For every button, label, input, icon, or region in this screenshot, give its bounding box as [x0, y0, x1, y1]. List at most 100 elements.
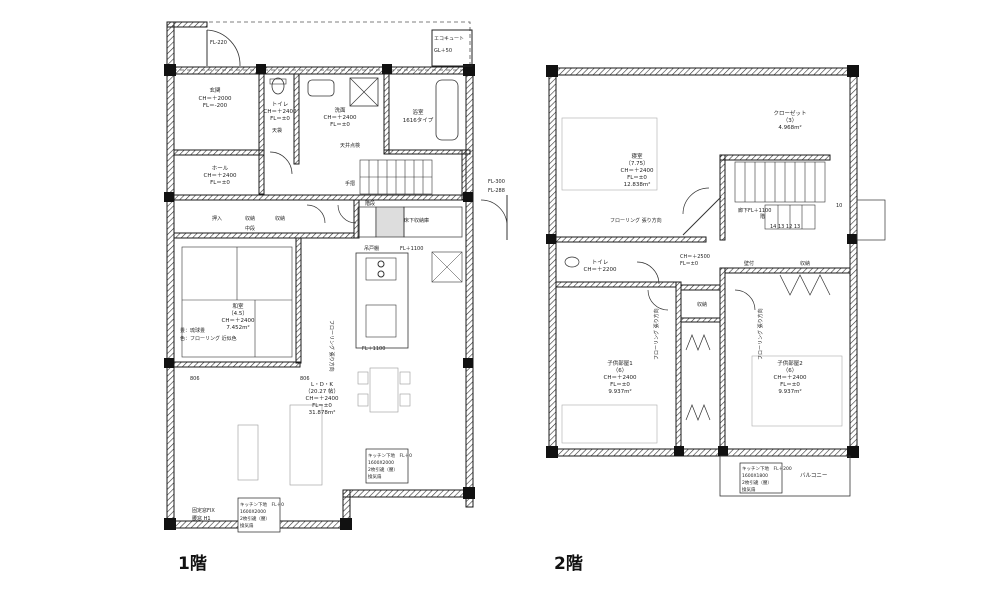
room-closet-l2: 4.968m² [778, 124, 801, 131]
room-shinshitsu-l3: FL＝±0 [627, 175, 647, 181]
room-kodomo2-name: 子供部屋2 [777, 359, 803, 367]
gl-label: GL＋50 [434, 48, 452, 54]
tenjo-label: 天井点検 [340, 142, 360, 149]
room-kodomo2-l2: CH＝＋2400 [774, 374, 807, 381]
room-kodomo2-l1: （6） [783, 367, 798, 374]
flooring-label: フローリング 張り方向 [328, 320, 335, 372]
kitchen-fl-label: FL＋1100 [362, 346, 385, 352]
floor-2-label: 2階 [554, 554, 583, 574]
room-shinshitsu-l1: （7.75） [625, 160, 648, 167]
room-senmen-name: 洗面 [334, 106, 346, 114]
room-kodomo1-l3: FL＝±0 [610, 382, 630, 388]
floor-2-plan: 14 13 12 13 10 階 キッチン下地 FL＋200 1600X1800… [546, 65, 886, 497]
room-hall-name: ホール [212, 165, 229, 172]
kakusu-label: 床下収納庫 [404, 217, 429, 224]
room-yokushitsu-l1: 1616タイプ [403, 116, 434, 124]
f2-box-l2: 2枚引違（腰） [742, 479, 772, 486]
room-washitsu-l3: 7.452m² [226, 324, 249, 331]
room-ldk-l3: FL＝±0 [312, 403, 332, 409]
floor-1-label: 1階 [178, 554, 207, 574]
room-hall-l2: FL＝±0 [210, 180, 230, 186]
floor-1-plan: エコキュート GL＋50 FL-220 手摺 [164, 21, 508, 533]
room-washitsu-name: 和室 [232, 302, 244, 310]
room-genkan-name: 玄関 [209, 86, 221, 94]
room-senmen-l1: CH＝＋2400 [324, 114, 357, 121]
f2-box-title: キッチン下地 FL＋200 [742, 465, 792, 472]
num806-label: 806 [190, 376, 200, 382]
kaidan-label: 階段 [365, 200, 375, 207]
chudan-label: 中段 [245, 225, 255, 232]
tesuri-label: 手摺 [345, 180, 355, 187]
room-shinshitsu-name: 寝室 [631, 152, 643, 160]
tatami-label: 畳：琉球畳 [180, 327, 205, 334]
fixed-win-label: 固定窓FIX [192, 507, 215, 514]
tatami-color-label: 色：フローリング 近似色 [180, 335, 237, 342]
room-yokushitsu-name: 浴室 [412, 108, 424, 116]
kitchen-box-title: キッチン下地 FL＋0 [368, 452, 412, 459]
kitchen-box-l1: 1600X2000 [368, 460, 394, 466]
balcony-label: バルコニー [800, 472, 827, 479]
room-genkan-l1: CH＝＋2000 [199, 95, 232, 102]
f2-flooring3-label: フローリング 張り方向 [757, 308, 764, 360]
rouka-fl-label: 廊下FL＋1100 [738, 207, 771, 214]
floor-1-stairs [359, 159, 433, 195]
room-toilet-l2: FL＝±0 [270, 116, 290, 122]
kitchen-box-l3: 換気扇 [368, 473, 382, 480]
room-kodomo1-l1: （6） [613, 367, 628, 374]
kabetsuke-label: 壁付 [744, 260, 754, 267]
washitsu-tatami [181, 246, 293, 358]
room-shinshitsu-l2: CH＝＋2400 [621, 167, 654, 174]
room-kodomo2-l3: FL＝±0 [780, 382, 800, 388]
room-kodomo2-l4: 9.937m² [778, 388, 801, 395]
room-hall-l1: CH＝＋2400 [204, 172, 237, 179]
floor-2-stairs [734, 161, 826, 230]
f2-flooring-label: フローリング 張り方向 [610, 217, 662, 224]
room-toilet-l1: CH＝＋2400 [264, 108, 297, 115]
fixed-win2-label: 腰窓 H1 [192, 515, 211, 522]
wall-fl-label: FL＋1100 [400, 246, 423, 252]
room-toilet2-l1: CH＝＋2200 [584, 266, 617, 273]
room-ldk-l1: （20.27 帖） [305, 387, 339, 395]
room-closet-l1: （3） [783, 117, 798, 124]
bottom-box-l3: 換気扇 [240, 522, 254, 529]
ecocute-label: エコキュート [434, 36, 464, 42]
num10-label: 10 [836, 203, 842, 209]
room-closet-name: クローゼット [773, 109, 806, 117]
hall-fl-label: FL＝±0 [680, 261, 698, 267]
room-genkan-l2: FL＝-200 [203, 103, 228, 109]
room-ldk-l4: 31.878m² [309, 409, 336, 416]
room-washitsu-l1: （4.5） [228, 310, 248, 317]
shuno1-label: 収納 [245, 215, 255, 222]
shuno-a-label: 収納 [697, 301, 707, 308]
bottom-box-title: キッチン下地 FL＋0 [240, 501, 284, 508]
bottom-box-l1: 1600X2000 [240, 509, 266, 515]
shuno2-label: 収納 [275, 215, 285, 222]
room-kodomo1-l4: 9.937m² [608, 388, 631, 395]
room-kodomo1-name: 子供部屋1 [607, 359, 633, 367]
f2-flooring2-label: フローリング 張り方向 [653, 308, 660, 360]
bottom-box-l2: 2枚引違（腰） [240, 515, 270, 522]
shuno-b-label: 収納 [800, 260, 810, 267]
sink-label: 吊戸棚 [364, 245, 379, 252]
fl288-label: FL-288 [488, 188, 505, 194]
room-shinshitsu-l4: 12.838m² [624, 181, 651, 188]
room-ldk-l2: CH＝＋2400 [306, 395, 339, 402]
room-toilet2-name: トイレ [592, 260, 609, 266]
room-kodomo1-l2: CH＝＋2400 [604, 374, 637, 381]
room-toilet-name: トイレ [272, 102, 289, 108]
room-washitsu-l2: CH＝＋2400 [222, 317, 255, 324]
num806b-label: 806 [300, 376, 310, 382]
f2-box-l3: 換気扇 [742, 486, 756, 493]
room-senmen-l2: FL＝±0 [330, 122, 350, 128]
kaidan-nums-label: 14 13 12 13 [770, 224, 800, 230]
stair-label: 階 [760, 213, 765, 220]
room-ldk-name: L・D・K [311, 382, 333, 388]
kitchen-box-l2: 2枚引違（腰） [368, 466, 398, 473]
fl300-label: FL-300 [488, 179, 505, 185]
hall-ch-label: CH＝＋2500 [680, 254, 710, 260]
f2-box-l1: 1600X1800 [742, 473, 768, 479]
tenbukuro-label: 天袋 [272, 127, 282, 134]
fl-top-label: FL-220 [210, 40, 227, 46]
oshiire-label: 押入 [212, 215, 222, 222]
